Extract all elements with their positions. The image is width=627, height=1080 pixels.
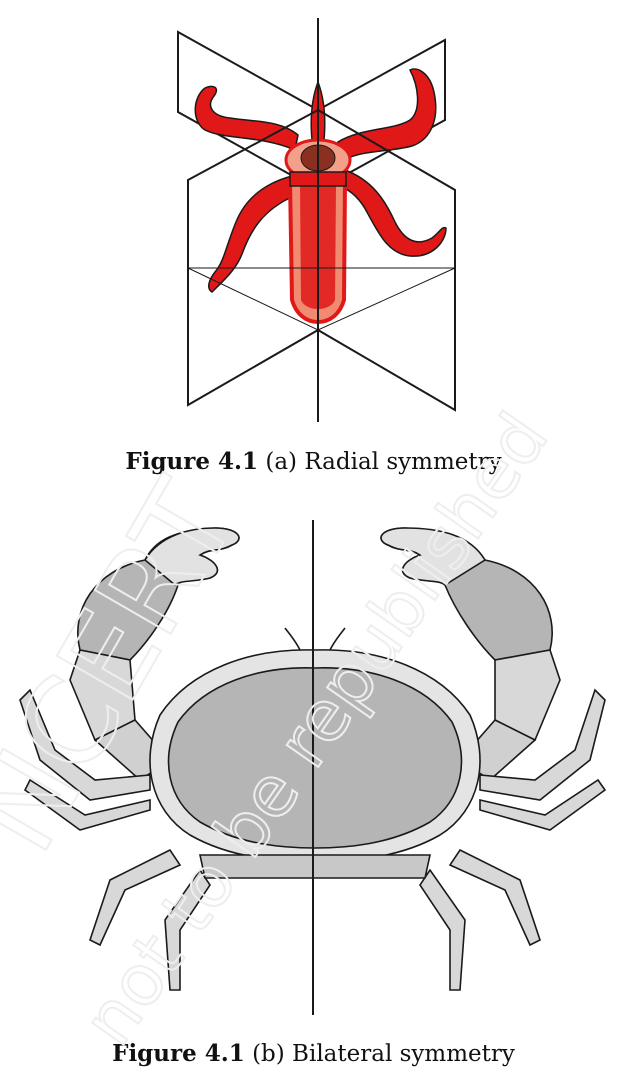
hydra-tentacle-right-low: [339, 169, 447, 257]
bilateral-symmetry-illustration: [19, 520, 607, 1015]
crab-legs-left: [19, 688, 211, 991]
figure-a-caption: Figure 4.1 (a) Radial symmetry: [0, 448, 627, 475]
figure-b-text: (b) Bilateral symmetry: [252, 1041, 515, 1067]
figure-b-caption: Figure 4.1 (b) Bilateral symmetry: [0, 1040, 627, 1067]
hydra-tentacle-left-low: [207, 175, 295, 293]
crab-carapace: [167, 667, 463, 849]
hydra-tentacle-right-top: [337, 68, 437, 162]
figure-a-text: (a) Radial symmetry: [265, 449, 502, 475]
crab-legs-right: [419, 688, 607, 991]
figure-b-label: Figure 4.1: [112, 1040, 245, 1067]
crab: [19, 527, 607, 991]
figure-a-label: Figure 4.1: [125, 448, 259, 475]
crab-claw-right: [380, 527, 561, 782]
radial-symmetry-illustration: [177, 18, 456, 422]
crab-claw-left: [69, 527, 240, 782]
